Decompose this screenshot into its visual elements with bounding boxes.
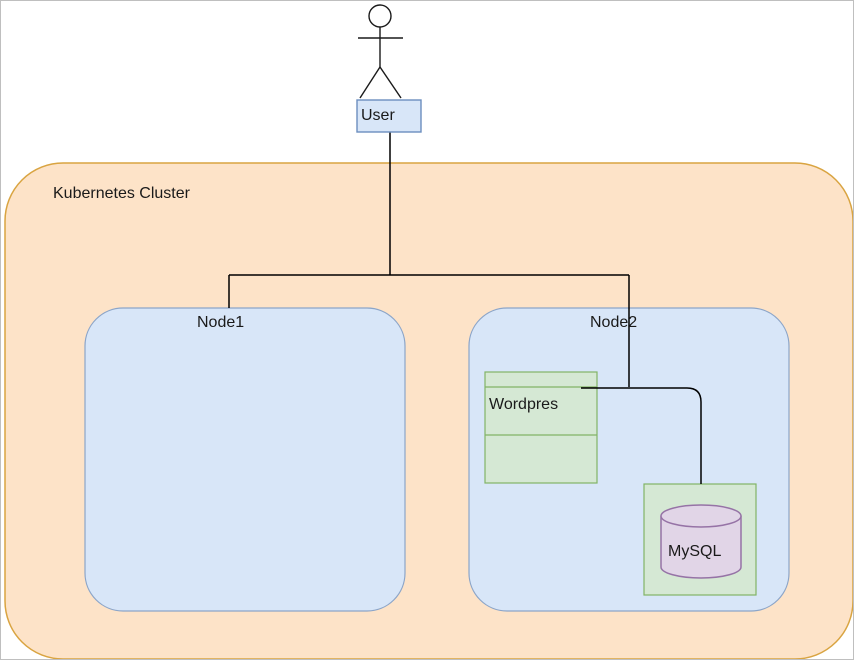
cluster-label: Kubernetes Cluster <box>53 185 190 202</box>
wordpress-pod[interactable] <box>484 371 598 484</box>
wordpress-to-mysql-line <box>581 387 702 484</box>
connector-lines <box>228 132 702 484</box>
database-cylinder-icon <box>660 504 742 579</box>
node1-container[interactable] <box>84 307 406 612</box>
mysql-label: MySQL <box>668 543 722 560</box>
person-stick-figure-icon <box>358 4 403 99</box>
user-label: User <box>361 107 395 124</box>
node2-label: Node2 <box>590 314 638 331</box>
wordpress-label: Wordpres <box>489 396 559 413</box>
node1-label: Node1 <box>197 314 245 331</box>
user-box[interactable] <box>356 99 422 133</box>
